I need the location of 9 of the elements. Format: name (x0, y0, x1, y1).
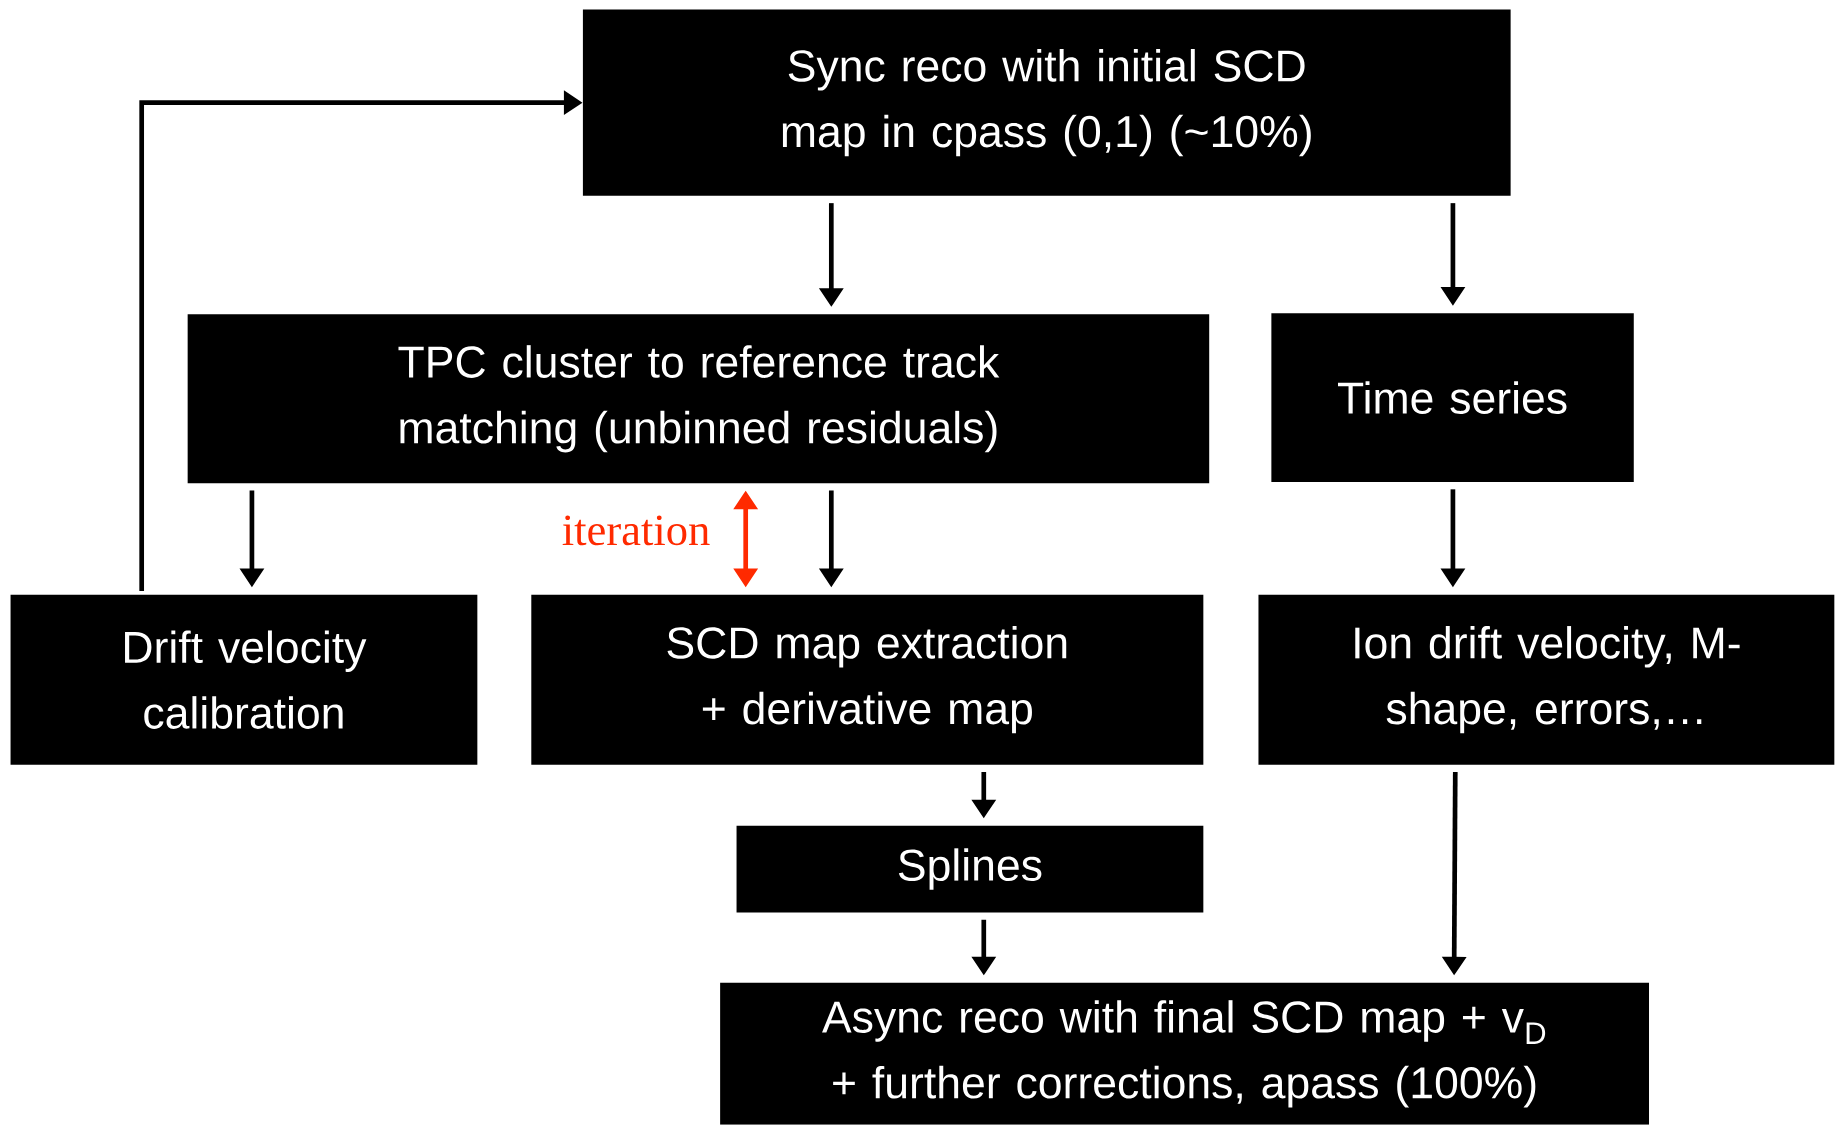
process-box: SCD map extraction + derivative map (531, 594, 1204, 765)
process-box: Time series (1271, 313, 1634, 483)
process-box: Sync reco with initial SCD map in cpass (0,1) (~10%) (582, 9, 1511, 196)
process-box: Drift velocity calibration (10, 594, 478, 765)
process-box: TPC cluster to reference track matching (unbinned residuals) (187, 314, 1210, 484)
edge-label: iteration (562, 515, 710, 546)
process-box: Async reco with final SCD map + v$_{D}$ + further corrections, apass (100%) (720, 982, 1649, 1125)
process-box: Splines (736, 825, 1204, 913)
process-box: Ion drift velocity, M-shape, errors,… (1258, 594, 1835, 765)
